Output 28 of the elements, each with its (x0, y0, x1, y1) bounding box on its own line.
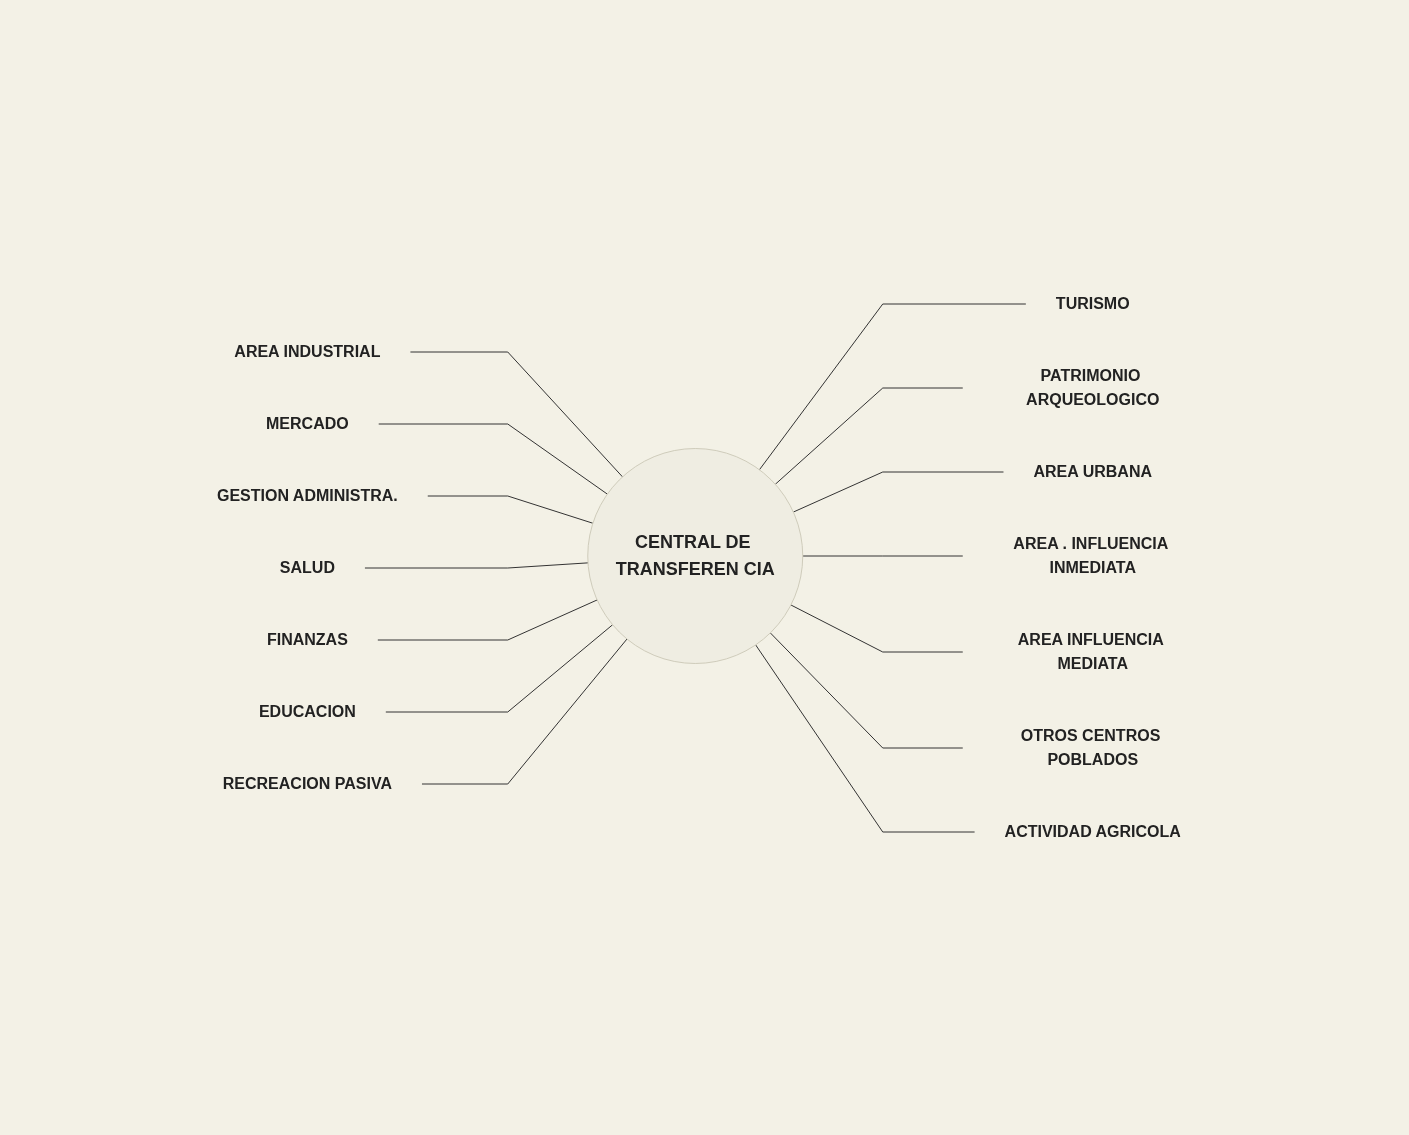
connector (754, 643, 975, 832)
node-circle: CENTRAL DE TRANSFEREN CIA (586, 447, 803, 664)
node-text: SALUD (279, 558, 335, 576)
connector (409, 351, 623, 477)
node-text: MERCADO (265, 414, 349, 432)
connector (774, 387, 963, 485)
node-text: FINANZAS (266, 630, 348, 648)
node-text: TURISMO (1055, 294, 1130, 312)
node-text: PATRIMONIO ARQUEOLOGICO (1025, 366, 1160, 408)
node-text: AREA . INFLUENCIA INMEDIATA (1012, 534, 1168, 576)
connector (421, 638, 628, 784)
connector (426, 495, 593, 524)
node-text: AREA INDUSTRIAL (233, 342, 381, 360)
node-text: AREA URBANA (1033, 462, 1152, 480)
node-text: GESTION ADMINISTRA. (216, 486, 398, 504)
node-text: EDUCACION (258, 702, 356, 720)
connector (792, 471, 1004, 513)
connector (376, 598, 598, 640)
connector (364, 561, 589, 568)
node-text: ACTIVIDAD AGRICOLA (1004, 822, 1181, 840)
connector (377, 423, 608, 495)
connector (758, 303, 1026, 470)
node-text: AREA INFLUENCIA MEDIATA (1017, 630, 1163, 672)
node-text: RECREACION PASIVA (222, 774, 392, 792)
connector (384, 623, 613, 712)
connector (769, 631, 963, 748)
connector (790, 604, 963, 652)
node-text: OTROS CENTROS POBLADOS (1020, 726, 1160, 768)
